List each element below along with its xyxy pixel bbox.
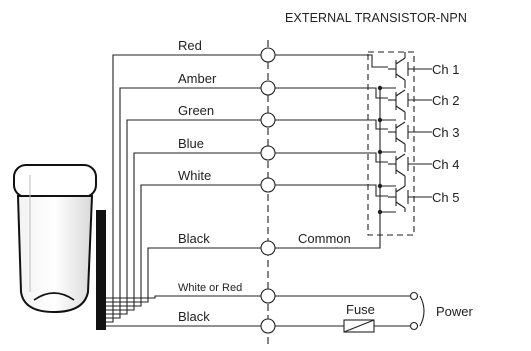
channel-label-1: Ch 1 <box>432 62 459 77</box>
wire-amber <box>106 87 268 319</box>
wire-out-1 <box>268 54 388 68</box>
transistor-box <box>367 51 415 236</box>
sensor-device <box>13 164 106 330</box>
channel-label-3: Ch 3 <box>432 125 459 140</box>
power-circuit <box>268 295 425 333</box>
wire-label-black-power: Black <box>178 309 210 324</box>
fuse-element <box>343 319 375 333</box>
channel-label-4: Ch 4 <box>432 157 459 172</box>
transistor-1 <box>388 52 432 88</box>
wire-label-blue: Blue <box>178 136 204 151</box>
channel-label-5: Ch 5 <box>432 190 459 205</box>
transistor-array <box>388 52 432 212</box>
sensor-body <box>16 195 94 314</box>
terminal-black-power <box>260 318 276 334</box>
terminal-green <box>260 112 276 128</box>
junction-dots <box>377 85 383 215</box>
wire-label-white-or-red: White or Red <box>178 282 242 294</box>
wire-white-or-red <box>106 295 268 299</box>
output-wires <box>268 54 396 249</box>
wire-out-4 <box>268 152 388 163</box>
terminal-white <box>260 177 276 193</box>
common-label: Common <box>298 231 351 246</box>
fuse-label: Fuse <box>346 302 375 317</box>
wire-out-2 <box>268 87 388 99</box>
wire-black-common <box>106 247 268 303</box>
wire-green <box>106 119 268 315</box>
wire-bundle <box>106 54 268 327</box>
transistor-5 <box>388 185 432 212</box>
terminal-blue <box>260 145 276 161</box>
sensor-lens <box>33 292 75 301</box>
wire-label-white: White <box>178 168 211 183</box>
power-terminal-negative <box>409 321 419 331</box>
wire-label-amber: Amber <box>178 71 217 86</box>
terminal-circles <box>260 47 276 334</box>
sensor-cap <box>13 164 97 198</box>
wire-common <box>268 88 381 249</box>
wire-blue <box>106 152 268 311</box>
wire-label-red: Red <box>178 38 202 53</box>
wire-label-black: Black <box>178 231 210 246</box>
diagram-title: EXTERNAL TRANSISTOR-NPN <box>285 11 467 25</box>
channel-label-2: Ch 2 <box>432 93 459 108</box>
transistor-4 <box>388 153 432 186</box>
emitter-bus <box>380 87 396 213</box>
sensor-cable <box>96 210 106 330</box>
wire-white <box>106 184 268 307</box>
wire-label-green: Green <box>178 103 214 118</box>
wire-out-5 <box>268 184 388 197</box>
transistor-2 <box>388 89 432 120</box>
terminal-white-or-red <box>260 288 276 304</box>
wire-out-3 <box>268 119 388 130</box>
terminal-red <box>260 47 276 63</box>
wire-red <box>106 54 268 323</box>
transistor-3 <box>388 121 432 152</box>
terminal-amber <box>260 80 276 96</box>
power-bracket <box>419 295 425 327</box>
power-terminal-positive <box>409 291 419 301</box>
terminal-black <box>260 240 276 256</box>
power-label: Power <box>436 304 474 319</box>
